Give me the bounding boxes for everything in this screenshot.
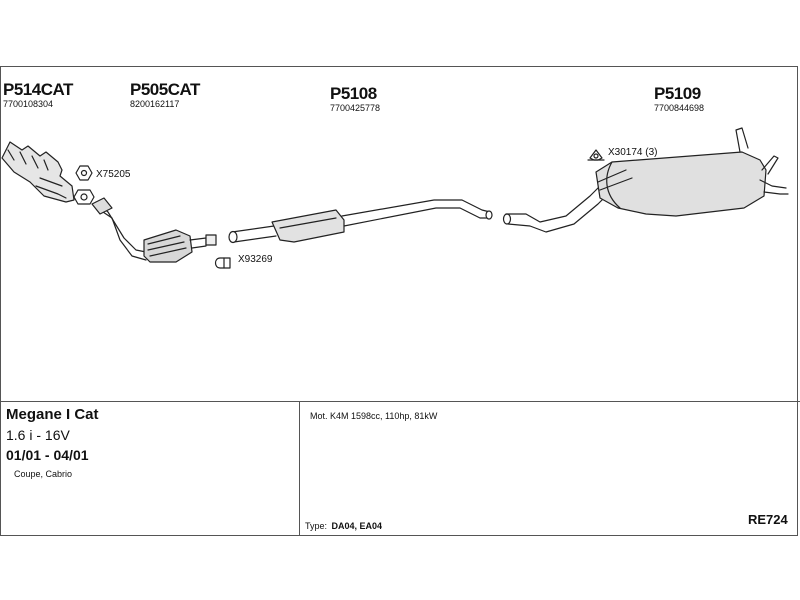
part-number: 8200162117 bbox=[130, 99, 180, 109]
callout-x75205: X75205 bbox=[96, 169, 131, 180]
manifold-drawing bbox=[1, 141, 75, 203]
hanger-x30174-icon bbox=[587, 149, 605, 161]
type-line: Type: DA04, EA04 bbox=[305, 516, 382, 534]
part-number: 7700844698 bbox=[654, 103, 705, 113]
vehicle-variant: 1.6 i - 16V bbox=[6, 427, 70, 443]
reference-code: RE724 bbox=[748, 512, 788, 527]
part-number: 7700425778 bbox=[330, 103, 381, 113]
diagram-frame bbox=[0, 66, 798, 536]
gasket-x75205-icon bbox=[75, 165, 93, 181]
part-code: P5109 bbox=[654, 84, 701, 103]
part-p514cat: P514CAT 7700108304 bbox=[3, 81, 73, 110]
callout-x30174: X30174 (3) bbox=[608, 147, 658, 158]
gasket-icon bbox=[73, 189, 95, 205]
catalyst-drawing bbox=[91, 197, 217, 263]
part-p5108: P5108 7700425778 bbox=[330, 85, 380, 114]
rear-silencer-drawing bbox=[502, 127, 789, 233]
part-p505cat: P505CAT 8200162117 bbox=[130, 81, 200, 110]
vehicle-body-type: Coupe, Cabrio bbox=[14, 469, 73, 479]
vehicle-model: Megane I Cat bbox=[6, 406, 99, 423]
part-code: P505CAT bbox=[130, 80, 200, 99]
part-code: P514CAT bbox=[3, 80, 73, 99]
middle-silencer-drawing bbox=[228, 199, 493, 244]
info-column-divider bbox=[299, 401, 300, 536]
part-p5109: P5109 7700844698 bbox=[654, 85, 704, 114]
part-number: 7700108304 bbox=[3, 99, 54, 109]
part-code: P5108 bbox=[330, 84, 377, 103]
vehicle-dates: 01/01 - 04/01 bbox=[6, 447, 89, 463]
engine-spec: Mot. K4M 1598cc, 110hp, 81kW bbox=[310, 411, 438, 421]
type-value: DA04, EA04 bbox=[331, 521, 382, 531]
info-divider bbox=[0, 401, 800, 402]
callout-x93269: X93269 bbox=[238, 254, 273, 265]
type-label: Type: bbox=[305, 521, 328, 531]
clamp-x93269-icon bbox=[214, 257, 231, 269]
